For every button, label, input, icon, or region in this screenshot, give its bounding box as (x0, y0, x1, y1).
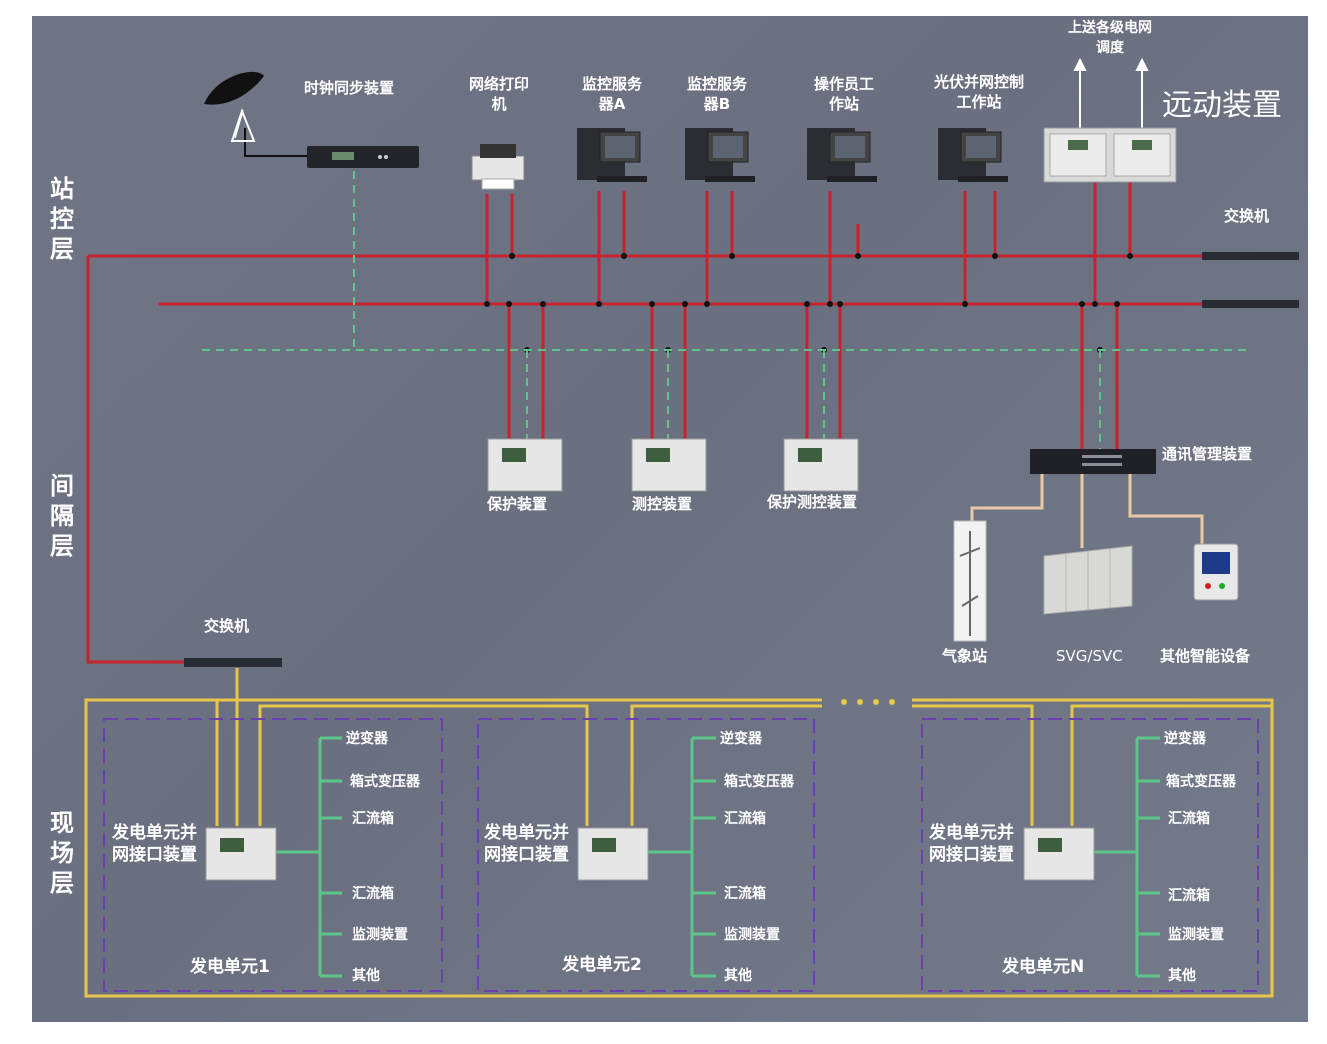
diagram-canvas: 站控层 间隔层 现场层 时钟同步装置 网络打印机 监控服务器A 监控服务器B 操… (32, 16, 1308, 1022)
unit2-item-combiner-b: 汇流箱 (724, 886, 766, 902)
computer-icon-server-b (685, 128, 755, 182)
comm-manager-label: 通讯管理装置 (1162, 445, 1253, 463)
unit-interface-label-1: 发电单元并网接口装置 (112, 823, 197, 865)
unit-interface-label-2: 发电单元并网接口装置 (484, 823, 569, 865)
clock-sync-label: 时钟同步装置 (304, 79, 395, 97)
unitn-item-inverter: 逆变器 (1164, 731, 1206, 747)
weather-station-label: 气象站 (942, 647, 988, 665)
unit-name-1: 发电单元1 (190, 957, 270, 977)
unit-interface-label-n: 发电单元并网接口装置 (929, 823, 1014, 865)
field-switch-box (184, 658, 282, 667)
telecontrol-unit-icon (1043, 127, 1177, 183)
protection-measure-control-device-icon (783, 438, 859, 492)
network-printer-label: 网络打印机 (469, 75, 530, 113)
unit2-item-other: 其他 (724, 968, 752, 984)
clock-sync-device-icon (307, 146, 419, 168)
unit-name-2: 发电单元2 (562, 955, 642, 975)
ring-ellipsis: • • • • (838, 692, 842, 693)
switch-label-field: 交换机 (204, 617, 250, 635)
unitn-item-monitor: 监测装置 (1168, 927, 1224, 943)
grid-interface-device-icon-n (1023, 827, 1095, 881)
unit1-item-monitor: 监测装置 (352, 927, 408, 943)
grid-interface-device-icon-1 (205, 827, 277, 881)
unit1-item-combiner-b: 汇流箱 (352, 886, 394, 902)
comm-manager-device-icon (1030, 449, 1156, 474)
switch-label-top: 交换机 (1224, 207, 1270, 225)
computer-icon-server-a (577, 128, 647, 182)
layer-label-field: 现场层 (50, 809, 74, 897)
protection-measure-control-label: 保护测控装置 (767, 493, 858, 511)
measure-control-label: 测控装置 (632, 495, 693, 513)
field-uplink-red (86, 256, 190, 664)
computer-icon-pv-workstation (938, 128, 1008, 182)
layer-label-bay: 间隔层 (50, 472, 74, 560)
unit1-item-inverter: 逆变器 (346, 731, 388, 747)
field-ring (84, 698, 1274, 998)
operator-workstation-label: 操作员工作站 (814, 75, 875, 113)
unit-name-n: 发电单元N (1002, 957, 1085, 977)
telecontrol-title: 远动装置 (1162, 88, 1282, 123)
svg-svc-cabinet-icon (1043, 545, 1133, 615)
layer-label-station: 站控层 (50, 175, 74, 263)
server-b-label: 监控服务器B (687, 75, 748, 113)
unit2-item-monitor: 监测装置 (724, 927, 780, 943)
measure-control-device-icon (631, 438, 707, 492)
upload-dispatch-label: 上送各级电网调度 (1068, 20, 1152, 56)
printer-icon (471, 144, 525, 190)
computer-icon-operator (807, 128, 877, 182)
unitn-item-transformer: 箱式变压器 (1166, 774, 1236, 790)
protection-label: 保护装置 (487, 495, 548, 513)
unit2-item-inverter: 逆变器 (720, 731, 762, 747)
unitn-item-combiner-a: 汇流箱 (1168, 811, 1210, 827)
smart-meter-icon (1193, 543, 1239, 601)
switch-top-2 (1202, 300, 1299, 308)
weather-station-icon (953, 520, 987, 642)
switch-top-1 (1202, 252, 1299, 260)
unitn-item-combiner-b: 汇流箱 (1168, 888, 1210, 904)
server-a-label: 监控服务器A (581, 75, 642, 113)
topology-lines (84, 57, 1299, 998)
satellite-dish-icon (204, 71, 264, 142)
unit1-item-other: 其他 (352, 968, 380, 984)
unitn-item-other: 其他 (1168, 968, 1196, 984)
protection-device-icon (487, 438, 563, 492)
unit2-item-transformer: 箱式变压器 (724, 774, 794, 790)
other-smart-device-label: 其他智能设备 (1160, 647, 1251, 665)
pv-workstation-label: 光伏并网控制工作站 (933, 73, 1024, 111)
svg-svc-label: SVG/SVC (1056, 647, 1123, 665)
unit1-item-combiner-a: 汇流箱 (352, 811, 394, 827)
unit2-item-combiner-a: 汇流箱 (724, 811, 766, 827)
grid-interface-device-icon-2 (577, 827, 649, 881)
unit1-item-transformer: 箱式变压器 (350, 774, 420, 790)
